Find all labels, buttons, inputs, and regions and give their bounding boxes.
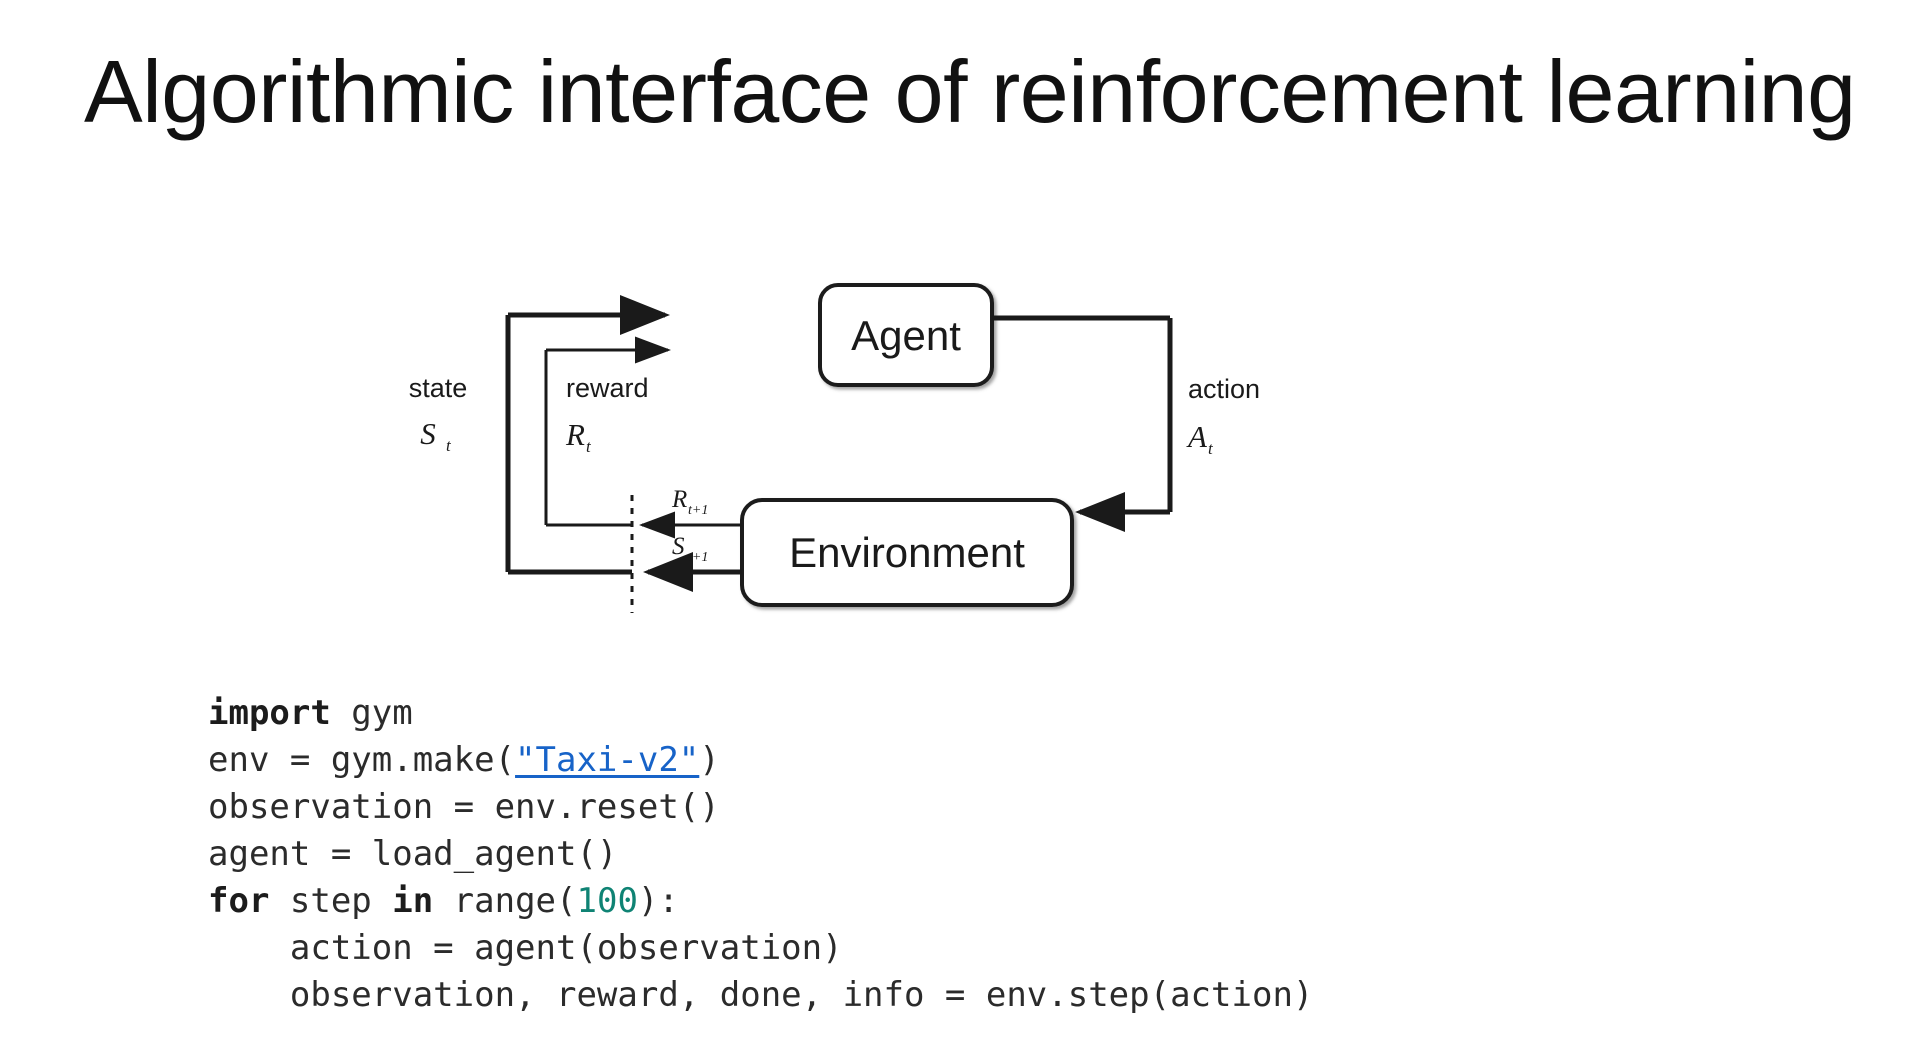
environment-node-label: Environment: [789, 529, 1025, 576]
agent-node: Agent: [818, 283, 994, 387]
state-symbol: S: [420, 416, 436, 451]
action-path: [992, 315, 1173, 532]
env-id-link[interactable]: "Taxi-v2": [515, 740, 700, 780]
state-label: state: [409, 373, 468, 403]
code-line: action = agent(observation): [208, 925, 1313, 972]
code-text: gym: [330, 693, 413, 733]
reward-symbol: R: [565, 417, 585, 452]
reward-label: reward: [566, 373, 649, 403]
state-symbol-subscript: t: [446, 436, 452, 455]
code-line: env = gym.make("Taxi-v2"): [208, 737, 1313, 784]
code-line: agent = load_agent(): [208, 831, 1313, 878]
code-text: range(: [433, 881, 577, 921]
state-feedback-path: [505, 295, 670, 575]
code-keyword: for: [208, 881, 270, 921]
code-text: observation, reward, done, info = env.st…: [289, 975, 1314, 1015]
reward-next-subscript: t+1: [688, 503, 708, 518]
code-keyword: in: [392, 881, 434, 921]
code-text: env = gym.make(: [208, 740, 516, 780]
code-indent: [208, 928, 290, 968]
code-text: agent = load_agent(): [208, 834, 618, 874]
action-label: action: [1188, 374, 1260, 404]
reward-symbol-subscript: t: [586, 437, 592, 456]
environment-node: Environment: [740, 498, 1074, 607]
code-line: for step in range(100):: [208, 878, 1313, 925]
agent-node-label: Agent: [851, 312, 961, 359]
code-line: observation, reward, done, info = env.st…: [208, 972, 1314, 1019]
state-next-symbol: S: [672, 533, 685, 560]
code-keyword: import: [208, 693, 331, 733]
reward-next-symbol: R: [671, 486, 687, 513]
state-next-subscript: t+1: [688, 550, 708, 565]
rl-loop-diagram: Agent Environment: [380, 255, 1260, 635]
state-next-label-group: S t+1: [672, 533, 708, 565]
reward-next-label-group: R t+1: [671, 486, 708, 518]
code-number: 100: [576, 881, 638, 921]
code-line: import gym: [208, 690, 1313, 737]
state-label-group: state S t: [409, 373, 468, 455]
code-line: observation = env.reset(): [208, 784, 1313, 831]
reward-feedback-path: [544, 336, 671, 527]
code-indent: [208, 975, 290, 1015]
action-label-group: action A t: [1186, 374, 1260, 458]
code-text: ):: [637, 881, 679, 921]
action-symbol-subscript: t: [1208, 439, 1214, 458]
page-title: Algorithmic interface of reinforcement l…: [84, 42, 1856, 141]
code-text: action = agent(observation): [289, 928, 843, 968]
code-text: observation = env.reset(): [208, 787, 720, 827]
code-text: ): [699, 740, 720, 780]
action-symbol: A: [1186, 419, 1208, 454]
reward-label-group: reward R t: [565, 373, 649, 456]
code-text: step: [269, 881, 393, 921]
